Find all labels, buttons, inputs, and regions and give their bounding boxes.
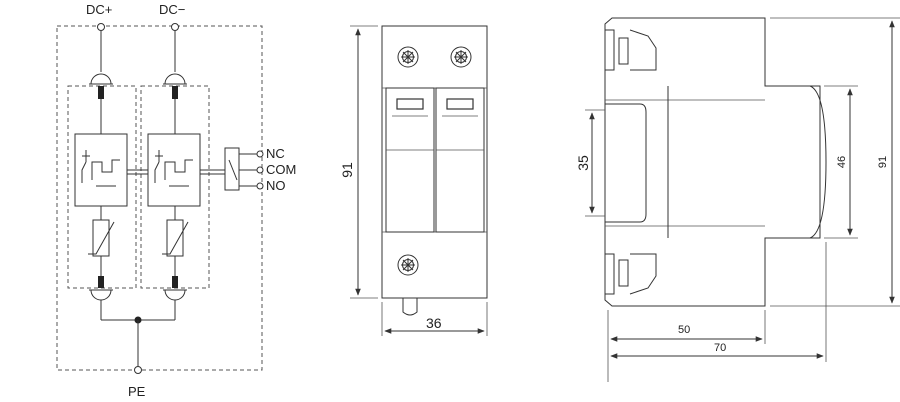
rail-width-dimension: 35 — [575, 155, 591, 171]
dc-minus-terminal — [171, 23, 179, 31]
terminal-screw-icon — [397, 254, 419, 276]
front-housing — [381, 25, 488, 299]
nc-label: NC — [266, 146, 285, 161]
plug-module-2 — [435, 87, 485, 233]
overall-depth-dimension: 70 — [714, 342, 726, 354]
dc-plus-label: DC+ — [86, 2, 112, 17]
thermal-disconnector-1 — [74, 133, 128, 207]
front-height-dimension: 91 — [339, 162, 355, 178]
com-label: COM — [266, 162, 296, 177]
front-width-dimension: 36 — [426, 315, 442, 331]
din-clip — [402, 298, 418, 316]
no-label: NO — [266, 178, 286, 193]
remote-signal-contact — [224, 147, 264, 191]
side-housing — [604, 17, 821, 307]
side-view: 35 46 91 50 70 — [575, 17, 900, 382]
module-height-dimension: 46 — [836, 156, 848, 168]
module-1-window — [396, 98, 424, 110]
plug-connector-top-2 — [163, 73, 187, 99]
circuit-schematic: DC+ DC− — [56, 2, 296, 399]
terminal-screw-icon — [450, 46, 472, 68]
varistor-1 — [88, 219, 115, 257]
terminal-screw-icon — [397, 46, 419, 68]
front-view: 91 36 — [339, 25, 488, 336]
thermal-disconnector-2 — [147, 133, 201, 207]
enclosure-outline — [56, 25, 263, 371]
depth-to-rail-dimension: 50 — [678, 324, 690, 336]
varistor-2 — [162, 219, 189, 257]
pe-terminal — [134, 366, 142, 374]
dc-plus-terminal — [97, 23, 105, 31]
pe-label: PE — [128, 384, 146, 399]
plug-module-1 — [385, 87, 435, 233]
plug-connector-top-1 — [89, 73, 113, 99]
side-height-dimension: 91 — [877, 156, 889, 168]
module-1-outline — [67, 85, 137, 289]
dc-minus-label: DC− — [159, 2, 185, 17]
module-2-window — [446, 98, 474, 110]
